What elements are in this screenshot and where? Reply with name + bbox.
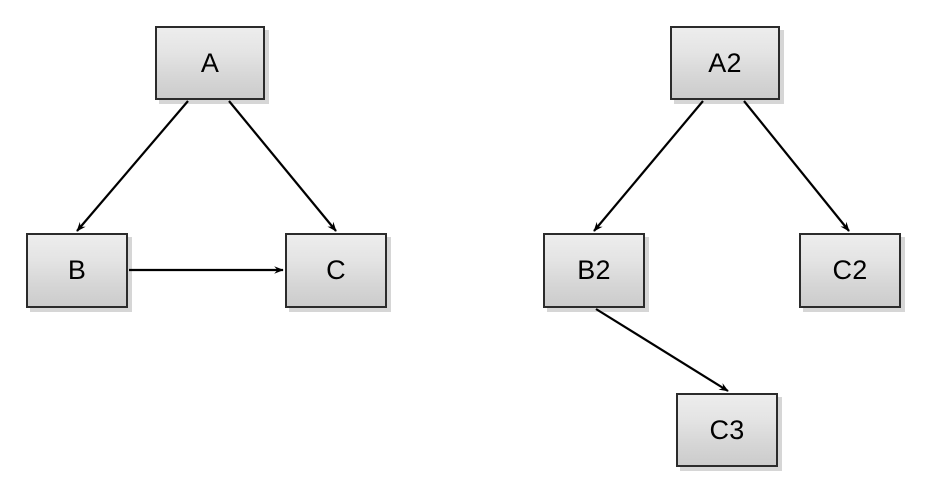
node-label: C2: [832, 255, 868, 285]
node-c[interactable]: C: [285, 233, 387, 308]
edge-a2-to-b2: [593, 100, 704, 232]
node-b[interactable]: B: [26, 233, 128, 308]
node-a[interactable]: A: [155, 26, 265, 100]
node-label: A2: [708, 47, 742, 78]
edge-a2-to-c2: [743, 100, 850, 232]
node-b2[interactable]: B2: [543, 233, 645, 308]
edge-group: [76, 100, 850, 392]
node-c2[interactable]: C2: [799, 233, 901, 308]
node-label: C3: [709, 414, 745, 445]
node-c3[interactable]: C3: [676, 393, 778, 467]
edge-a-to-b: [76, 100, 189, 232]
node-label: B2: [577, 255, 611, 285]
node-a2[interactable]: A2: [670, 26, 780, 100]
node-label: A: [200, 47, 220, 78]
edge-a-to-c: [228, 100, 337, 232]
node-label: B: [67, 255, 87, 285]
edge-b2-to-c3: [595, 308, 729, 392]
node-label: C: [326, 255, 346, 285]
